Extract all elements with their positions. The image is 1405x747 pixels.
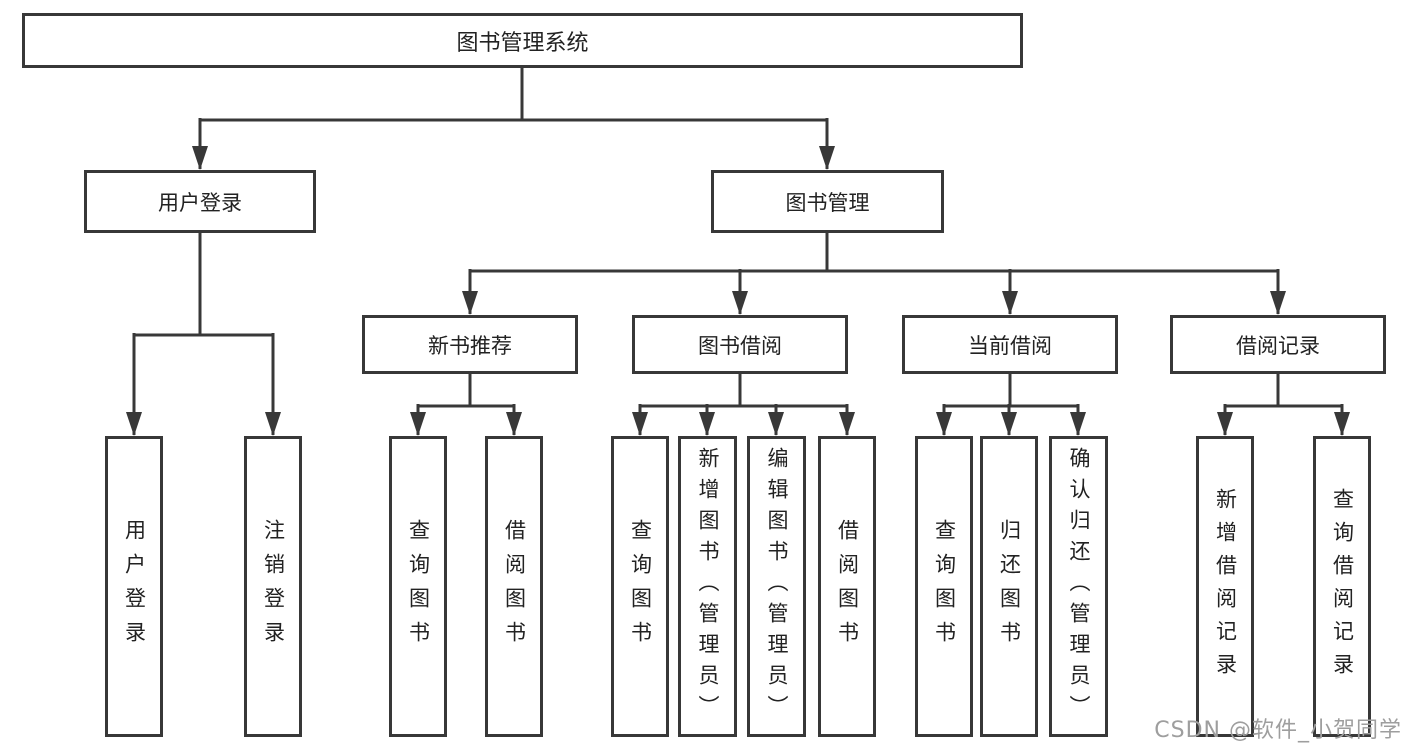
leaf-return-book: 归还图书 [980, 436, 1038, 737]
leaf-borrow-books-recommend: 借阅图书 [485, 436, 543, 737]
leaf-query-books-current: 查询图书 [915, 436, 973, 737]
connector-root-to-level2 [192, 66, 835, 170]
leaf-borrow-books-borrowing: 借阅图书 [818, 436, 876, 737]
leaf-user-login: 用户登录 [105, 436, 163, 737]
node-root-system: 图书管理系统 [22, 13, 1023, 68]
node-book-borrowing: 图书借阅 [632, 315, 848, 374]
leaf-add-borrow-record: 新增借阅记录 [1196, 436, 1254, 737]
leaf-query-books-borrowing: 查询图书 [611, 436, 669, 737]
leaf-return-book-label: 归还图书 [997, 518, 1022, 655]
node-user-login: 用户登录 [84, 170, 316, 233]
leaf-query-books-recommend-label: 查询图书 [406, 518, 431, 655]
connector-book-management-to-level3 [462, 231, 1286, 315]
node-new-book-recommendation: 新书推荐 [362, 315, 578, 374]
node-current-borrowing: 当前借阅 [902, 315, 1118, 374]
leaf-logout-label: 注销登录 [261, 518, 286, 655]
node-borrow-records: 借阅记录 [1170, 315, 1386, 374]
connector-current-borrowing-to-leaves [936, 372, 1086, 436]
leaf-query-borrow-record-label: 查询借阅记录 [1330, 487, 1355, 686]
leaf-add-book-admin: 新增图书（管理员） [678, 436, 737, 737]
node-root-label: 图书管理系统 [456, 30, 589, 56]
leaf-borrow-books-borrowing-label: 借阅图书 [835, 518, 860, 655]
leaf-user-login-label: 用户登录 [122, 518, 147, 655]
leaf-add-book-admin-label: 新增图书（管理员） [696, 447, 720, 726]
node-book-borrowing-label: 图书借阅 [698, 333, 782, 358]
csdn-watermark: CSDN @软件_小贺同学 [1154, 718, 1402, 743]
node-current-borrowing-label: 当前借阅 [968, 333, 1052, 358]
leaf-edit-book-admin: 编辑图书（管理员） [747, 436, 806, 737]
node-user-login-label: 用户登录 [158, 190, 242, 215]
node-book-management-label: 图书管理 [785, 190, 870, 215]
connector-new-book-rec-to-leaves [410, 372, 522, 436]
node-new-book-recommendation-label: 新书推荐 [428, 333, 512, 358]
leaf-borrow-books-recommend-label: 借阅图书 [502, 518, 527, 655]
connector-book-borrowing-to-leaves [632, 372, 855, 436]
node-borrow-records-label: 借阅记录 [1236, 333, 1320, 358]
leaf-confirm-return-admin-label: 确认归还（管理员） [1067, 447, 1091, 726]
leaf-query-books-recommend: 查询图书 [389, 436, 447, 737]
leaf-query-books-current-label: 查询图书 [932, 518, 957, 655]
node-book-management: 图书管理 [711, 170, 944, 233]
leaf-confirm-return-admin: 确认归还（管理员） [1049, 436, 1108, 737]
connector-user-login-to-leaves [126, 231, 281, 436]
leaf-logout: 注销登录 [244, 436, 302, 737]
leaf-edit-book-admin-label: 编辑图书（管理员） [765, 447, 789, 726]
connector-borrow-records-to-leaves [1217, 372, 1350, 436]
leaf-query-borrow-record: 查询借阅记录 [1313, 436, 1371, 737]
leaf-query-books-borrowing-label: 查询图书 [628, 518, 653, 655]
leaf-add-borrow-record-label: 新增借阅记录 [1213, 487, 1238, 686]
